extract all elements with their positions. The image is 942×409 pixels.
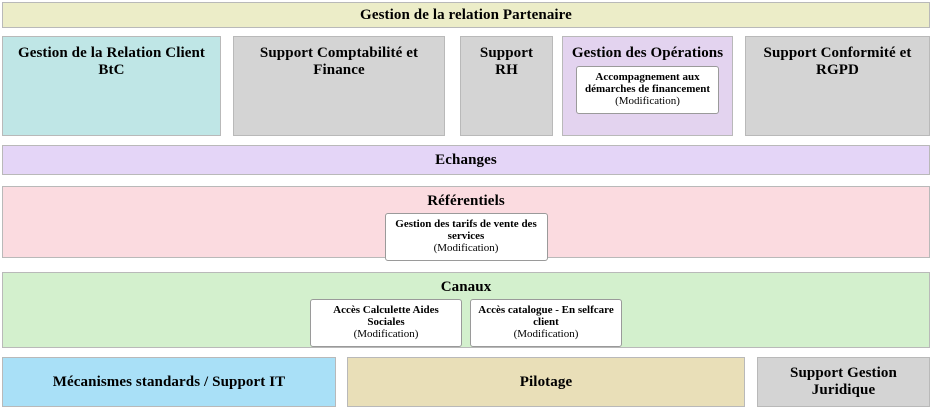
capability-title: Gestion des Opérations xyxy=(571,45,724,61)
capability-row: Gestion de la Relation Client BtC Suppor… xyxy=(0,36,942,136)
support-title: Pilotage xyxy=(519,373,573,390)
band-title: Gestion de la relation Partenaire xyxy=(360,6,572,23)
process-state: (Modification) xyxy=(433,242,499,255)
capability-gestion-relation-client-btc[interactable]: Gestion de la Relation Client BtC xyxy=(2,36,221,136)
band-canaux[interactable]: Canaux Accès Calculette Aides Sociales (… xyxy=(2,272,930,348)
process-name: Accès catalogue - En selfcare client xyxy=(478,303,614,329)
process-card-list: Accès Calculette Aides Sociales (Modific… xyxy=(310,298,622,347)
process-name: Accès Calculette Aides Sociales xyxy=(333,303,439,329)
process-name: Accompagnement aux démarches de financem… xyxy=(584,70,711,96)
capability-gestion-des-operations[interactable]: Gestion des Opérations Accompagnement au… xyxy=(562,36,733,136)
support-gestion-juridique[interactable]: Support Gestion Juridique xyxy=(757,357,930,407)
support-mecanismes-standards-support-it[interactable]: Mécanismes standards / Support IT xyxy=(2,357,336,407)
support-title: Support Gestion Juridique xyxy=(790,365,897,398)
band-echanges[interactable]: Echanges xyxy=(2,145,930,175)
band-referentiels[interactable]: Référentiels Gestion des tarifs de vente… xyxy=(2,186,930,261)
process-card-acces-catalogue-selfcare-client[interactable]: Accès catalogue - En selfcare client (Mo… xyxy=(470,298,622,347)
process-card-gestion-tarifs-vente-services[interactable]: Gestion des tarifs de vente des services… xyxy=(384,212,548,261)
support-pilotage[interactable]: Pilotage xyxy=(347,357,745,407)
capability-title: Support Conformité et RGPD xyxy=(763,45,912,78)
band-gestion-relation-partenaire[interactable]: Gestion de la relation Partenaire xyxy=(2,2,930,28)
band-title: Canaux xyxy=(440,279,492,295)
capability-title: Gestion de la Relation Client BtC xyxy=(17,45,206,78)
process-card-accompagnement-financement[interactable]: Accompagnement aux démarches de financem… xyxy=(576,65,719,114)
process-card-list: Gestion des tarifs de vente des services… xyxy=(384,212,548,261)
support-title: Mécanismes standards / Support IT xyxy=(52,373,286,390)
process-card-acces-calculette-aides-sociales[interactable]: Accès Calculette Aides Sociales (Modific… xyxy=(310,298,462,347)
capability-support-rh[interactable]: Support RH xyxy=(460,36,553,136)
band-title: Référentiels xyxy=(427,193,505,209)
capability-title: Support RH xyxy=(479,45,534,78)
process-name: Gestion des tarifs de vente des services xyxy=(395,217,537,243)
band-title: Echanges xyxy=(435,151,497,168)
process-state: (Modification) xyxy=(353,328,419,341)
capability-support-comptabilite-finance[interactable]: Support Comptabilité et Finance xyxy=(233,36,445,136)
capability-title: Support Comptabilité et Finance xyxy=(259,45,419,78)
process-state: (Modification) xyxy=(615,95,680,108)
capability-support-conformite-rgpd[interactable]: Support Conformité et RGPD xyxy=(745,36,930,136)
process-state: (Modification) xyxy=(513,328,579,341)
support-row: Mécanismes standards / Support IT Pilota… xyxy=(0,357,942,407)
